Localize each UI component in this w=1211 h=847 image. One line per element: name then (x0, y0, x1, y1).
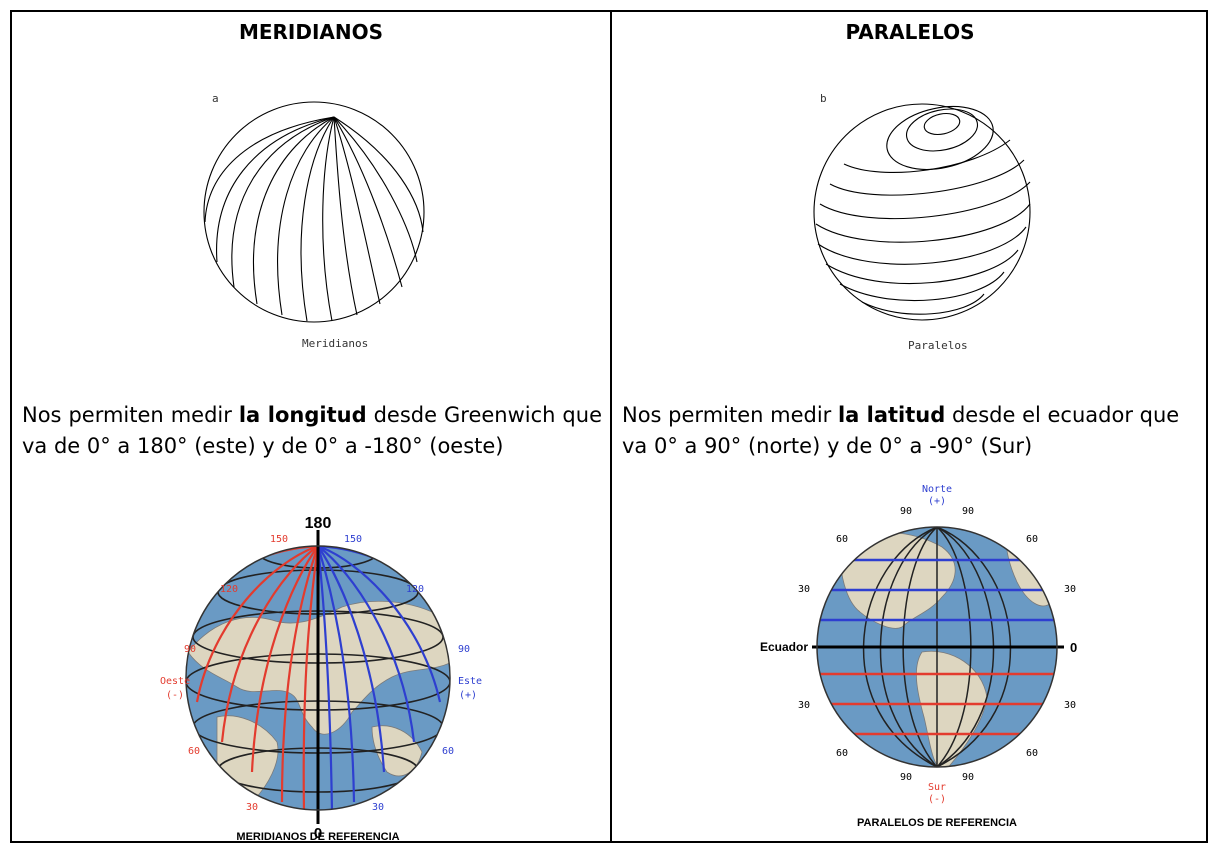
north-label-60-left: 60 (836, 534, 848, 545)
north-label-30-left: 30 (798, 584, 810, 595)
west-label-60: 60 (188, 746, 200, 757)
paralelos-heading: PARALELOS (845, 20, 975, 44)
meridian-lines (862, 527, 1012, 767)
paralelos-column: PARALELOS b Paralelos Nos permiten medir… (612, 12, 1208, 841)
north-label-60-right: 60 (1026, 534, 1038, 545)
south-label: Sur (928, 782, 946, 793)
west-sign: (-) (166, 690, 184, 701)
east-label-150: 150 (344, 534, 362, 545)
south-label-60-left: 60 (836, 748, 848, 759)
south-label-90-left: 90 (900, 772, 912, 783)
east-label-este: Este (458, 676, 482, 687)
west-label-90: 90 (184, 644, 196, 655)
south-label-60-right: 60 (1026, 748, 1038, 759)
paralelos-reference-caption: PARALELOS DE REFERENCIA (857, 817, 1017, 829)
column-divider (610, 12, 612, 841)
equator-label: Ecuador (760, 640, 808, 654)
comparison-table: MERIDIANOS a Meridianos Nos permit (10, 10, 1208, 843)
east-label-90: 90 (458, 644, 470, 655)
west-label-30: 30 (246, 802, 258, 813)
sketch-letter-b: b (820, 92, 827, 105)
east-label-30: 30 (372, 802, 384, 813)
meridians-sketch: a Meridianos (203, 92, 425, 350)
west-label-150: 150 (270, 534, 288, 545)
north-label: Norte (922, 484, 952, 495)
north-label-30-right: 30 (1064, 584, 1076, 595)
east-label-120: 120 (406, 584, 424, 595)
label-180: 180 (305, 515, 332, 532)
south-sign: (-) (928, 794, 946, 805)
south-label-30-left: 30 (798, 700, 810, 711)
parallels-sketch: b Paralelos (813, 92, 1031, 352)
east-meridians (316, 546, 447, 810)
sketch-letter-a: a (212, 92, 219, 105)
west-label-120: 120 (220, 584, 238, 595)
east-sign: (+) (459, 690, 477, 701)
north-sign: (+) (928, 496, 946, 507)
east-label-60: 60 (442, 746, 454, 757)
meridianos-column: MERIDIANOS a Meridianos Nos permit (12, 12, 610, 843)
meridians-reference-globe: 180 0 150 120 90 Oeste (-) 60 30 150 120… (160, 515, 482, 842)
south-label-30-right: 30 (1064, 700, 1076, 711)
meridianos-description: Nos permiten medir la longitud desde Gre… (22, 403, 602, 458)
paralelos-sketch-caption: Paralelos (908, 339, 968, 352)
paralelos-description: Nos permiten medir la latitud desde el e… (622, 403, 1180, 458)
meridianos-caption-svg: MERIDIANOS DE REFERENCIA (236, 831, 399, 843)
north-label-90-left: 90 (900, 506, 912, 517)
south-label-90-right: 90 (962, 772, 974, 783)
meridianos-reference-caption: MERIDIANOS DE REFERENCIA (236, 831, 399, 843)
west-label-oeste: Oeste (160, 676, 190, 687)
equator-value: 0 (1070, 640, 1077, 655)
north-label-90-right: 90 (962, 506, 974, 517)
meridianos-heading: MERIDIANOS (238, 20, 384, 44)
label-0: 0 (314, 825, 322, 842)
parallels-reference-globe: Norte (+) 90 90 60 60 30 30 Ecuador 0 30… (760, 484, 1077, 829)
meridianos-sketch-caption: Meridianos (302, 337, 368, 350)
